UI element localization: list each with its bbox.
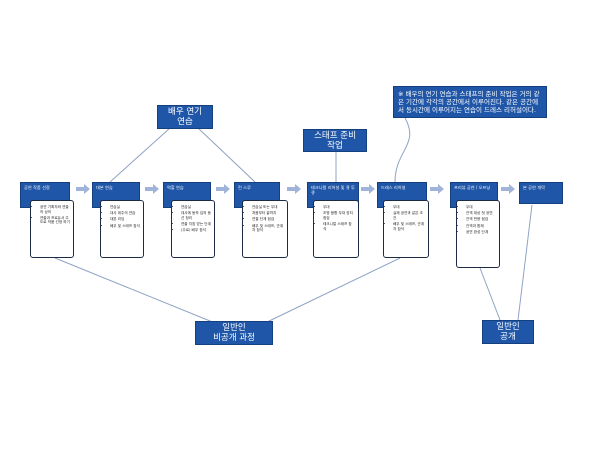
card-script-reading: 연습실 대사 위주의 연습 대본 리딩 배우 및 스태프 참석 <box>100 200 144 258</box>
private-process-label: 일반인 비공개 과정 <box>195 321 273 345</box>
arrow-right-icon <box>430 184 444 194</box>
list-item: 관객 대상 첫 공연 <box>466 211 496 216</box>
list-item: 연출과 프로듀서 주도로 작품 선정 하기 <box>40 216 70 225</box>
list-item: 관객과 함께 <box>466 224 496 229</box>
card-selection: 공연 기획자와 연출의 상의 연출과 프로듀서 주도로 작품 선정 하기 <box>30 200 74 258</box>
list-item: 처음부터 끝까지 <box>252 211 284 216</box>
list-item: 연출 지침 받는 단계 <box>181 222 211 227</box>
card-preview: 무대 관객 대상 첫 공연 관객 반응 점검 관객과 함께 공연 완성 단계 <box>456 200 500 268</box>
arrow-right-icon <box>501 184 515 194</box>
list-item: 연습실 <box>110 205 140 210</box>
note-box: ※ 배우의 연기 연습과 스태프의 준비 작업은 거의 같은 기간에 각각의 공… <box>393 86 547 118</box>
arrow-right-icon <box>361 184 375 194</box>
list-item: 관객 반응 점검 <box>466 217 496 222</box>
staff-prep-label: 스태프 준비 작업 <box>303 129 367 152</box>
list-item: 연습실 <box>181 205 211 210</box>
list-item: 공연 완성 단계 <box>466 230 496 235</box>
list-item: (주로) 배우 참석 <box>181 228 211 233</box>
stage-opening: 본 공연 개막 <box>519 182 563 204</box>
arrow-right-icon <box>287 184 301 194</box>
list-item: 공연 기획자와 연출의 상의 <box>40 205 70 214</box>
arrow-right-icon <box>145 184 159 194</box>
list-item: 조명 음향 무대 장치 점검 <box>323 211 355 220</box>
card-dress-rehearsal: 무대 실제 공연과 같은 조건 배우 및 스태프, 관계자 참석 <box>383 200 429 258</box>
list-item: 무대 <box>323 205 355 210</box>
arrow-right-icon <box>76 184 90 194</box>
list-item: 배우 및 스태프 참석 <box>110 224 140 229</box>
list-item: 대본 리딩 <box>110 217 140 222</box>
public-label: 일반인 공개 <box>482 320 534 344</box>
list-item: 연습실 또는 무대 <box>252 205 284 210</box>
list-item: 무대 <box>393 205 425 210</box>
arrow-right-icon <box>216 184 230 194</box>
actor-practice-label: 배우 연기 연습 <box>157 105 213 129</box>
list-item: 배우 및 스태프, 관계자 참석 <box>252 224 284 233</box>
list-item: 실제 공연과 같은 조건 <box>393 211 425 220</box>
list-item: 연결 단계 점검 <box>252 217 284 222</box>
card-technical-rehearsal: 무대 조명 음향 무대 장치 점검 테크니컬 스태프 참석 <box>313 200 359 258</box>
list-item: 대사 위주의 연습 <box>110 211 140 216</box>
card-run-through: 연습실 또는 무대 처음부터 끝까지 연결 단계 점검 배우 및 스태프, 관계… <box>242 200 288 258</box>
list-item: 대사에 동작 입혀 동선 정리 <box>181 211 211 220</box>
list-item: 무대 <box>466 205 496 210</box>
list-item: 배우 및 스태프, 관계자 참석 <box>393 222 425 231</box>
card-role-practice: 연습실 대사에 동작 입혀 동선 정리 연출 지침 받는 단계 (주로) 배우 … <box>171 200 215 258</box>
list-item: 테크니컬 스태프 참석 <box>323 222 355 231</box>
